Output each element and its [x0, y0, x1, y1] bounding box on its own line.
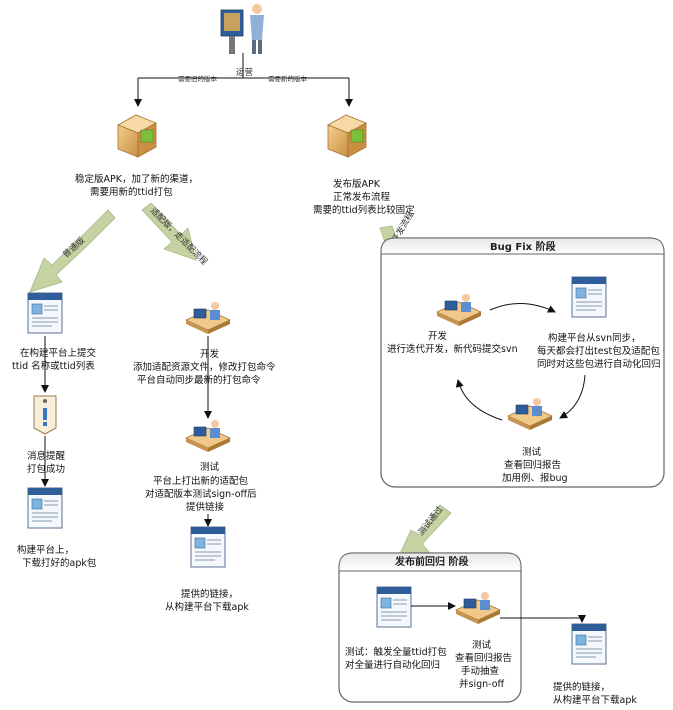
middle-final-line1: 提供的链接，	[181, 588, 238, 600]
left-step3-line2: 下载打好的apk包	[22, 557, 97, 569]
left-step3-line1: 构建平台上，	[17, 544, 74, 556]
bugfix-cycle-arrows	[455, 302, 586, 421]
release-apk-box-icon	[327, 114, 367, 158]
left-step2-line2: 打包成功	[27, 463, 65, 475]
left-step2-line1: 消息提醒	[27, 450, 66, 462]
middle-dev-workstation-icon	[185, 301, 231, 335]
adapt-version-arrow: 适配版，走适配流程	[141, 202, 210, 268]
left-step1-doc-icon	[27, 292, 63, 334]
stable-apk-box-icon	[117, 114, 157, 158]
prerelease-final-line2: 从构建平台下载apk	[553, 694, 637, 706]
middle-test-workstation-icon	[185, 419, 231, 453]
top-branch-connectors	[134, 53, 353, 107]
middle-test-title: 测试	[200, 461, 220, 473]
middle-final-line2: 从构建平台下载apk	[165, 601, 249, 613]
middle-dev-line2: 平台自动同步最新的打包命令	[137, 374, 261, 386]
prerelease-test2-line3: 并sign-off	[459, 678, 505, 690]
bugfix-build-line1: 构建平台从svn同步，	[548, 332, 641, 344]
release-line2: 正常发布流程	[333, 191, 391, 203]
operations-label: 运营	[236, 67, 253, 78]
middle-test-line3: 提供链接	[186, 501, 225, 513]
notification-tag-icon	[33, 395, 57, 435]
bugfix-title: Bug Fix 阶段	[490, 240, 556, 253]
release-line1: 发布版APK	[333, 178, 381, 190]
operations-person-icon	[220, 4, 264, 54]
bugfix-build-doc-icon	[571, 276, 607, 318]
middle-final-doc-icon	[190, 526, 226, 568]
prerelease-test2-line2: 手动抽查	[461, 665, 500, 677]
stable-line2: 需要用新的ttid打包	[90, 186, 173, 198]
middle-dev-line1: 添加适配资源文件，修改打包命令	[133, 361, 276, 373]
stable-line1: 稳定版APK，加了新的渠道，	[75, 173, 198, 185]
middle-test-line2: 对适配版本测试sign-off后	[145, 488, 257, 500]
bugfix-test-title: 测试	[522, 446, 542, 458]
right-branch-label: 需要新的版本	[268, 74, 308, 83]
normal-version-arrow: 普通版	[29, 209, 116, 293]
adapt-version-label: 适配版，走适配流程	[148, 205, 210, 267]
prerelease-test1-line1: 测试：触发全量ttid打包	[345, 646, 447, 658]
prerelease-title: 发布前回归 阶段	[394, 555, 468, 568]
middle-test-line1: 平台上打出新的适配包	[153, 475, 249, 487]
middle-dev-title: 开发	[200, 348, 220, 360]
left-step1-line1: 在构建平台上提交	[20, 347, 97, 359]
prerelease-test1-line2: 对全量进行自动化回归	[345, 659, 440, 671]
test-pass-arrow: 测试通过	[397, 504, 452, 559]
bugfix-dev-title: 开发	[428, 330, 448, 342]
bugfix-test-line2: 加用例、报bug	[502, 472, 568, 484]
prerelease-test2-line1: 查看回归报告	[455, 652, 512, 664]
left-step1-line2: ttid 名称或ttid列表	[12, 360, 95, 372]
release-line3: 需要的ttid列表比较固定	[313, 204, 415, 216]
bugfix-build-line3: 同时对这些包进行自动化回归	[537, 358, 661, 370]
left-branch-label: 需要旧的版本	[178, 74, 218, 83]
bugfix-dev-line1: 进行迭代开发，新代码提交svn	[387, 343, 518, 355]
prerelease-final-doc-icon	[571, 623, 607, 665]
prerelease-test1-doc-icon	[376, 586, 412, 628]
bugfix-test-line1: 查看回归报告	[504, 459, 561, 471]
left-step3-doc-icon	[27, 487, 63, 529]
prerelease-test2-title: 测试	[472, 639, 492, 651]
bugfix-build-line2: 每天都会打出test包及适配包	[537, 345, 660, 357]
prerelease-final-line1: 提供的链接，	[553, 681, 610, 693]
